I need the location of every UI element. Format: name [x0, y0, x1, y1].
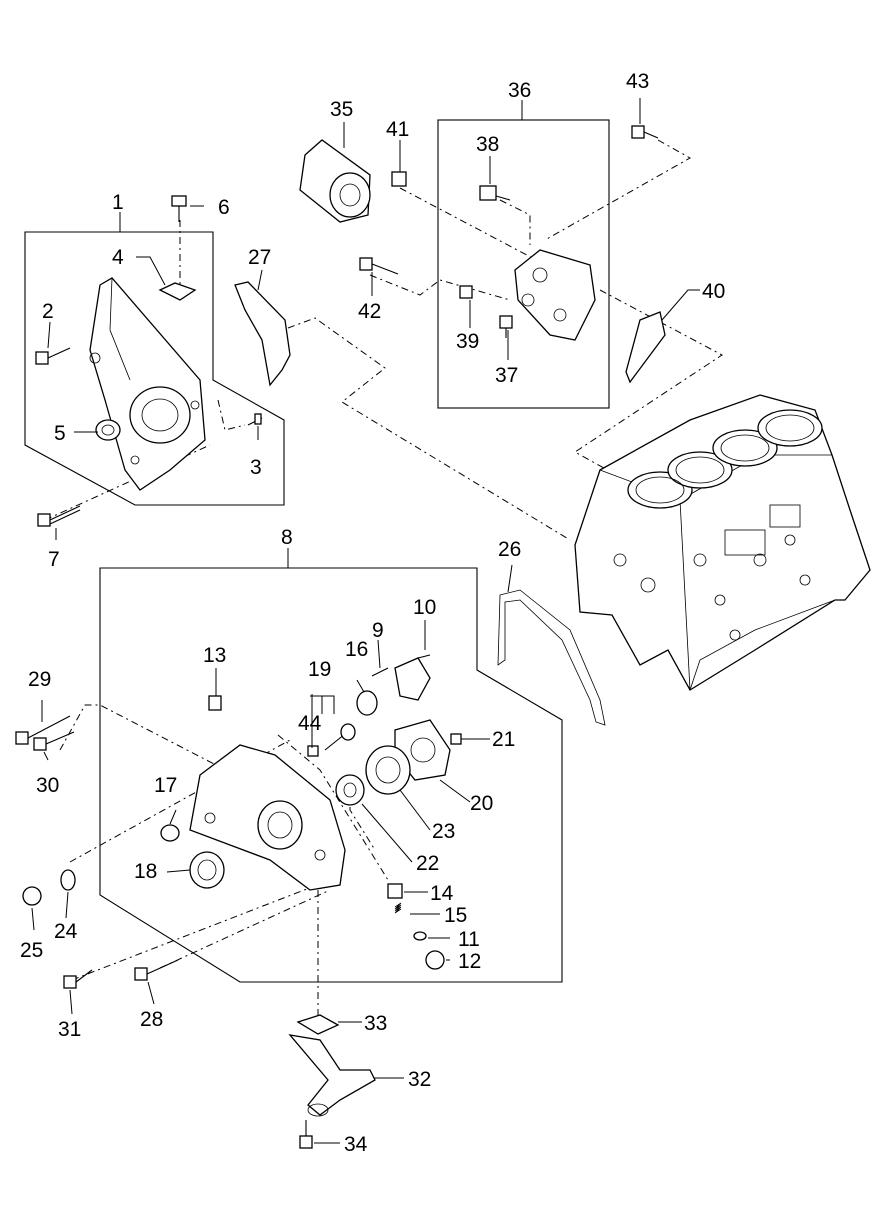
plunger-14 [387, 883, 403, 899]
callout-40: 40 [702, 280, 725, 303]
plug-12 [425, 950, 445, 970]
callout-34: 34 [344, 1133, 368, 1156]
callout-18: 18 [134, 860, 157, 883]
o-ring-24 [60, 869, 76, 891]
callout-17: 17 [154, 774, 177, 797]
callout-labels: 1 2 3 4 5 6 7 8 9 10 11 12 13 14 15 16 1… [20, 70, 725, 1156]
callout-7: 7 [48, 548, 60, 571]
callout-21: 21 [492, 728, 515, 751]
oil-pump-body [189, 744, 346, 891]
oil-filter-head-36 [514, 249, 596, 341]
callout-26: 26 [498, 538, 521, 561]
callout-35: 35 [330, 98, 353, 121]
callout-9: 9 [372, 619, 384, 642]
callout-23: 23 [432, 820, 455, 843]
callout-43: 43 [626, 70, 649, 93]
pin-9 [371, 667, 389, 677]
plug-39 [459, 285, 473, 299]
bolt-42 [359, 257, 399, 275]
callout-16: 16 [345, 638, 368, 661]
plug-38 [479, 185, 511, 201]
callout-13: 13 [203, 644, 226, 667]
rotor-23 [365, 745, 411, 795]
gear-16 [356, 690, 378, 716]
callout-11: 11 [458, 928, 480, 951]
seal-17 [160, 824, 180, 842]
callout-42: 42 [358, 300, 381, 323]
callout-1: 1 [112, 191, 124, 214]
callout-33: 33 [364, 1012, 387, 1035]
shaft-19 [324, 723, 356, 751]
callout-29: 29 [28, 668, 51, 691]
gasket-40 [625, 311, 666, 384]
callout-22: 22 [416, 852, 439, 875]
callout-15: 15 [444, 904, 467, 927]
bolt-34 [299, 1120, 313, 1149]
engine-block-illustration [574, 394, 871, 691]
callout-28: 28 [140, 1008, 163, 1031]
callout-44: 44 [298, 712, 322, 735]
callout-37: 37 [495, 364, 518, 387]
bolt-28 [134, 959, 179, 981]
bracket-4 [158, 282, 197, 301]
pin-3 [247, 413, 263, 426]
oil-seal-18 [189, 851, 225, 889]
callout-12: 12 [458, 950, 481, 973]
callout-27: 27 [248, 246, 271, 269]
group-box-timing-cover [24, 212, 285, 506]
gear-22 [335, 774, 365, 806]
oil-strainer-32 [288, 1034, 376, 1117]
callout-3: 3 [250, 456, 262, 479]
nut-41 [391, 171, 407, 187]
callout-39: 39 [456, 330, 479, 353]
bolt-43 [631, 125, 659, 139]
callout-30: 30 [36, 774, 59, 797]
callout-5: 5 [54, 422, 66, 445]
spring-13 [208, 695, 222, 711]
front-cover-gasket [497, 589, 606, 726]
o-ring-11 [413, 931, 427, 941]
callout-36: 36 [508, 79, 531, 102]
callout-14: 14 [430, 882, 454, 905]
callout-8: 8 [281, 526, 293, 549]
callout-31: 31 [58, 1018, 81, 1041]
leader-lines [31, 98, 700, 1144]
callout-2: 2 [42, 300, 54, 323]
callout-32: 32 [408, 1068, 431, 1091]
dowel-25 [22, 886, 42, 906]
callout-24: 24 [54, 920, 78, 943]
timing-cover-assembly [89, 277, 206, 491]
bolt-2 [35, 347, 71, 365]
switch-37 [499, 315, 513, 338]
gasket-33 [296, 1014, 340, 1035]
callout-19: 19 [308, 658, 331, 681]
callout-4: 4 [112, 246, 124, 269]
callout-41: 41 [386, 118, 409, 141]
callout-20: 20 [470, 792, 493, 815]
callout-10: 10 [413, 596, 436, 619]
bracket-10 [394, 654, 431, 701]
bolt-7 [37, 505, 81, 527]
oil-filter-35 [299, 139, 371, 223]
callout-38: 38 [476, 133, 499, 156]
gasket-27 [234, 281, 291, 387]
bushing-44 [307, 745, 319, 757]
group-box-oil-filter-head [437, 100, 610, 409]
bolt-29 [15, 715, 71, 745]
callout-25: 25 [20, 939, 43, 962]
bolt-31 [63, 969, 93, 989]
group-box-oil-pump [99, 548, 563, 983]
bolt-30 [33, 731, 75, 751]
spring-15 [394, 902, 402, 914]
oil-seal-5 [95, 419, 121, 441]
callout-6: 6 [218, 196, 230, 219]
bolt-6 [171, 195, 187, 222]
